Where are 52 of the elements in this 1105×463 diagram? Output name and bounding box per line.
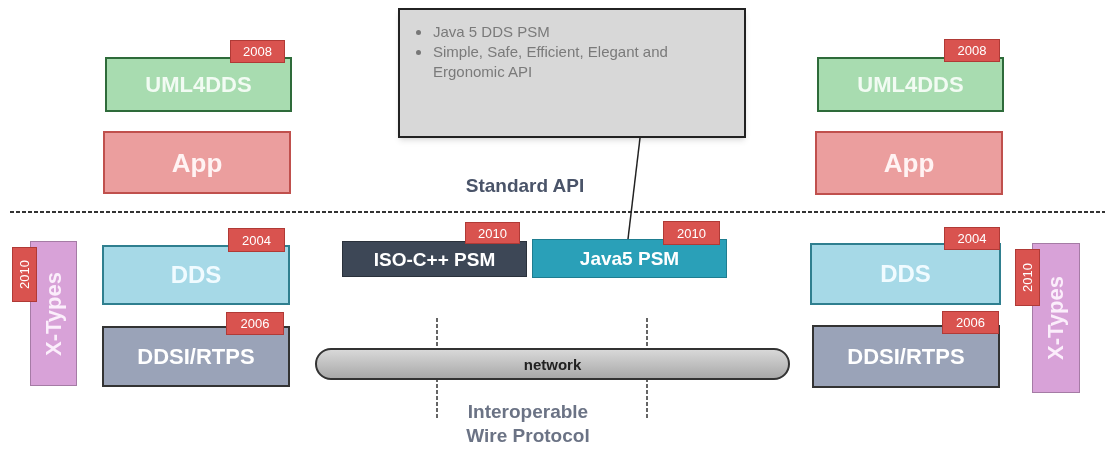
year-tag xyxy=(226,312,284,335)
year-text: 2010 xyxy=(18,260,31,289)
year-tag xyxy=(942,311,999,334)
year-text: 2004 xyxy=(957,232,987,245)
bullet-text: Java 5 DDS PSM xyxy=(433,22,550,42)
year-text: 2004 xyxy=(242,233,271,247)
layer-name: DDSI/RTPS xyxy=(847,345,965,368)
layer-name: App xyxy=(171,149,223,176)
diagram-label: Standard API xyxy=(464,174,586,198)
layer-box xyxy=(102,326,290,387)
leader-line xyxy=(627,137,641,240)
year-tag xyxy=(944,227,1000,250)
year-tag xyxy=(230,40,285,63)
callout-box xyxy=(398,8,746,138)
layer-name: ISO-C++ PSM xyxy=(373,249,496,269)
year-tag xyxy=(228,228,285,252)
year-text: 2008 xyxy=(957,44,987,57)
year-tag xyxy=(663,221,720,245)
year-text: 2010 xyxy=(478,226,507,240)
layer-name: UML4DDS xyxy=(857,73,964,96)
layer-name: DDS xyxy=(880,262,931,286)
layer-box xyxy=(102,245,290,305)
layer-box xyxy=(532,239,727,278)
network-pipe xyxy=(315,348,790,380)
layer-box xyxy=(1032,243,1080,393)
year-tag xyxy=(1015,249,1040,306)
layer-name: X-Types xyxy=(42,271,65,356)
year-text: 2008 xyxy=(243,45,272,58)
layer-box xyxy=(30,241,77,386)
layer-name: DDSI/RTPS xyxy=(137,345,255,368)
layer-box xyxy=(815,131,1003,195)
layer-name: X-Types xyxy=(1045,276,1067,360)
year-text: 2010 xyxy=(677,226,706,240)
layer-box xyxy=(103,131,291,194)
layer-name: network xyxy=(523,356,582,372)
diagram-label: Interoperable Wire Protocol xyxy=(465,400,591,448)
year-text: 2006 xyxy=(240,317,270,330)
layer-name: DDS xyxy=(170,263,222,287)
layer-name: UML4DDS xyxy=(145,73,252,96)
layer-box xyxy=(342,241,527,277)
year-text: 2010 xyxy=(1021,263,1034,292)
layer-box xyxy=(105,57,292,112)
layer-box xyxy=(810,243,1001,305)
layer-name: Java5 PSM xyxy=(579,249,680,268)
layer-name: App xyxy=(883,150,935,176)
bullet-text: Simple, Safe, Efficient, Elegant and Ergonomic API xyxy=(433,42,669,82)
year-tag xyxy=(465,222,520,244)
year-tag xyxy=(12,247,37,302)
layer-box xyxy=(812,325,1000,388)
year-text: 2006 xyxy=(956,316,985,329)
year-tag xyxy=(944,39,1000,62)
layer-box xyxy=(817,57,1004,112)
